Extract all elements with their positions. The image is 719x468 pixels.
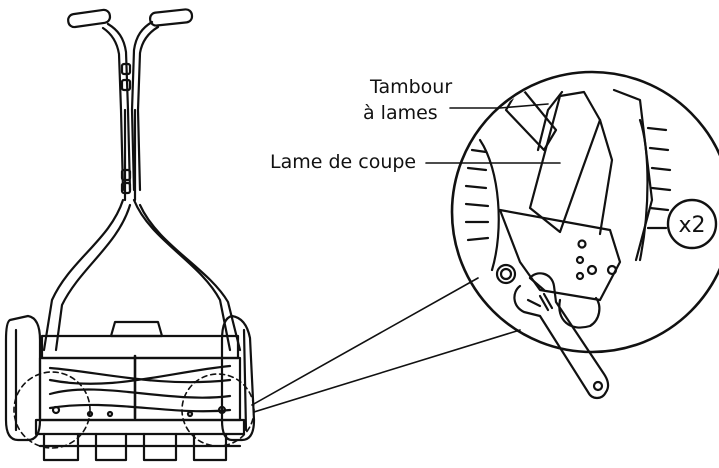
- right-handle-grip: [148, 8, 194, 27]
- zoom-connector-line: [253, 329, 521, 413]
- dashed-focus-circle-left: [13, 371, 91, 449]
- count-badge: [666, 198, 718, 250]
- mower-body: [34, 320, 246, 462]
- left-handle-grip: [67, 8, 112, 29]
- detail-zoom-circle: [450, 70, 719, 354]
- dashed-focus-circle-right: [181, 373, 255, 447]
- drum-label-line1: Tambour: [370, 76, 453, 98]
- mower-handle: [42, 8, 242, 352]
- drum-leader-line: [449, 103, 549, 109]
- wrench-icon: [513, 272, 610, 400]
- blade-label: Lame de coupe: [270, 151, 417, 173]
- drum-label-line2: à lames: [363, 102, 438, 124]
- count-badge-text: x2: [678, 213, 705, 238]
- zoom-connector-line: [251, 277, 479, 406]
